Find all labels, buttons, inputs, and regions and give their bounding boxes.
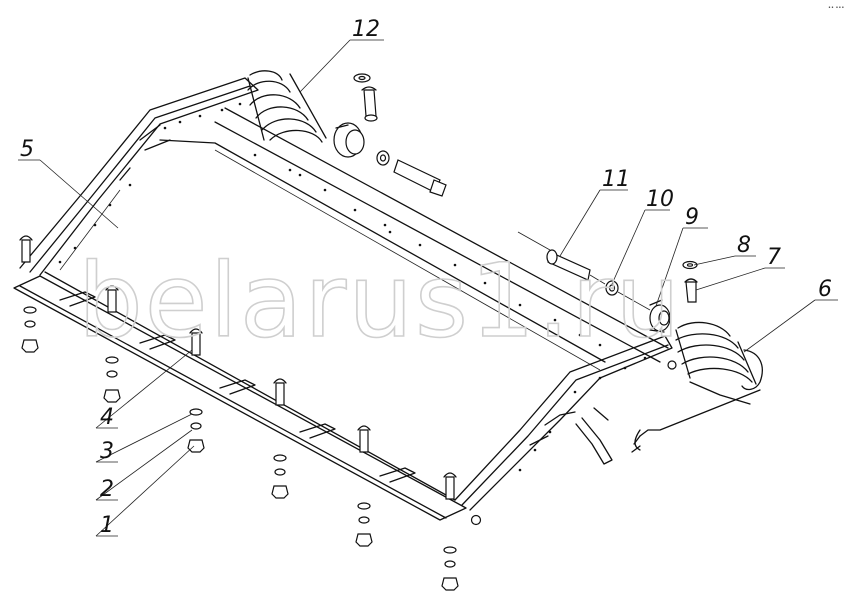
callout-1: 1 bbox=[100, 513, 114, 538]
callout-3: 3 bbox=[100, 439, 114, 464]
bolt-stack-1 bbox=[19, 235, 39, 353]
bolt-stack-4 bbox=[271, 378, 289, 499]
bolt-stack-2 bbox=[103, 285, 121, 403]
bolt-assembly-right bbox=[517, 231, 698, 333]
callout-labels: 1 2 3 4 5 6 7 8 9 10 11 12 bbox=[20, 17, 832, 538]
callout-2: 2 bbox=[100, 477, 114, 502]
callout-11: 11 bbox=[602, 167, 630, 192]
leader-lines bbox=[18, 39, 838, 537]
frame-assembly bbox=[13, 77, 677, 526]
spring-12-bolt bbox=[353, 73, 447, 197]
callout-9: 9 bbox=[685, 205, 699, 230]
callout-7: 7 bbox=[767, 245, 781, 270]
callout-10: 10 bbox=[646, 187, 674, 212]
callout-6: 6 bbox=[818, 277, 832, 302]
bolt-stack-3 bbox=[187, 328, 205, 453]
callout-8: 8 bbox=[737, 233, 751, 258]
spring-12 bbox=[247, 70, 365, 158]
bolt-stack-6 bbox=[441, 472, 459, 591]
corner-mark: •• ••• bbox=[828, 5, 844, 11]
watermark-text: belarus1.ru bbox=[78, 242, 682, 361]
spring-6 bbox=[631, 321, 763, 453]
bolt-stack-5 bbox=[355, 425, 373, 547]
callout-4: 4 bbox=[100, 405, 114, 430]
callout-5: 5 bbox=[20, 137, 34, 162]
callout-12: 12 bbox=[352, 17, 380, 42]
